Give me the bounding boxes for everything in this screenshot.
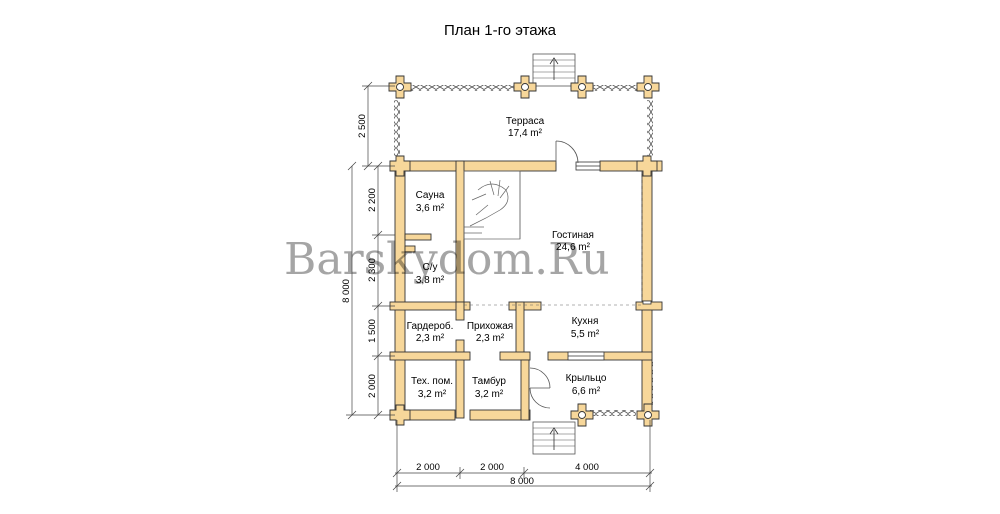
spiral-staircase [463, 170, 521, 240]
dim-left-5: 2 000 [367, 374, 378, 398]
dim-left-3: 2 300 [367, 258, 378, 282]
dim-bottom-1: 2 000 [416, 462, 440, 473]
room-name-porch: Крыльцо [566, 373, 607, 384]
plan-title: План 1-го этажа [443, 22, 557, 39]
dimension-lines-bottom [392, 420, 655, 492]
room-area-living: 24,6 m² [556, 242, 591, 253]
room-name-living: Гостиная [552, 230, 594, 241]
doors [529, 140, 579, 409]
dim-left-2: 2 200 [367, 188, 378, 212]
room-area-terrace: 17,4 m² [508, 128, 543, 139]
room-name-terrace: Терраса [506, 116, 545, 127]
dim-bottom-3: 4 000 [575, 462, 599, 473]
room-area-sauna: 3,6 m² [416, 203, 445, 214]
room-area-porch: 6,6 m² [572, 386, 601, 397]
entrance-stairs-bottom [532, 421, 576, 455]
dim-bottom-total: 8 000 [510, 476, 534, 487]
room-area-kitchen: 5,5 m² [571, 329, 600, 340]
room-area-wc: 3,8 m² [416, 275, 445, 286]
room-area-tech: 3,2 m² [418, 389, 447, 400]
room-name-wc: С/у [423, 262, 438, 273]
room-name-vestibule: Тамбур [472, 375, 506, 387]
entrance-stairs-top [532, 53, 576, 87]
room-area-vestibule: 3,2 m² [475, 389, 504, 400]
room-name-hall: Прихожая [467, 321, 513, 332]
log-corner-posts [388, 75, 660, 427]
room-name-tech: Тех. пом. [411, 376, 453, 387]
room-name-wardrobe: Гардероб. [407, 320, 454, 332]
room-area-hall: 2,3 m² [476, 333, 505, 344]
dim-left-total: 8 000 [341, 279, 352, 303]
dim-bottom-2: 2 000 [480, 462, 504, 473]
dim-left-1: 2 500 [357, 114, 368, 138]
dim-left-4: 1 500 [367, 319, 378, 343]
dimension-lines-left [346, 81, 395, 420]
log-walls [389, 160, 663, 421]
room-name-sauna: Сауна [416, 190, 445, 201]
dashed-guides [464, 171, 643, 306]
watermark: Barskydom.Ru [284, 234, 610, 285]
windows [567, 161, 652, 361]
room-name-kitchen: Кухня [572, 316, 599, 327]
room-area-wardrobe: 2,3 m² [416, 333, 445, 344]
